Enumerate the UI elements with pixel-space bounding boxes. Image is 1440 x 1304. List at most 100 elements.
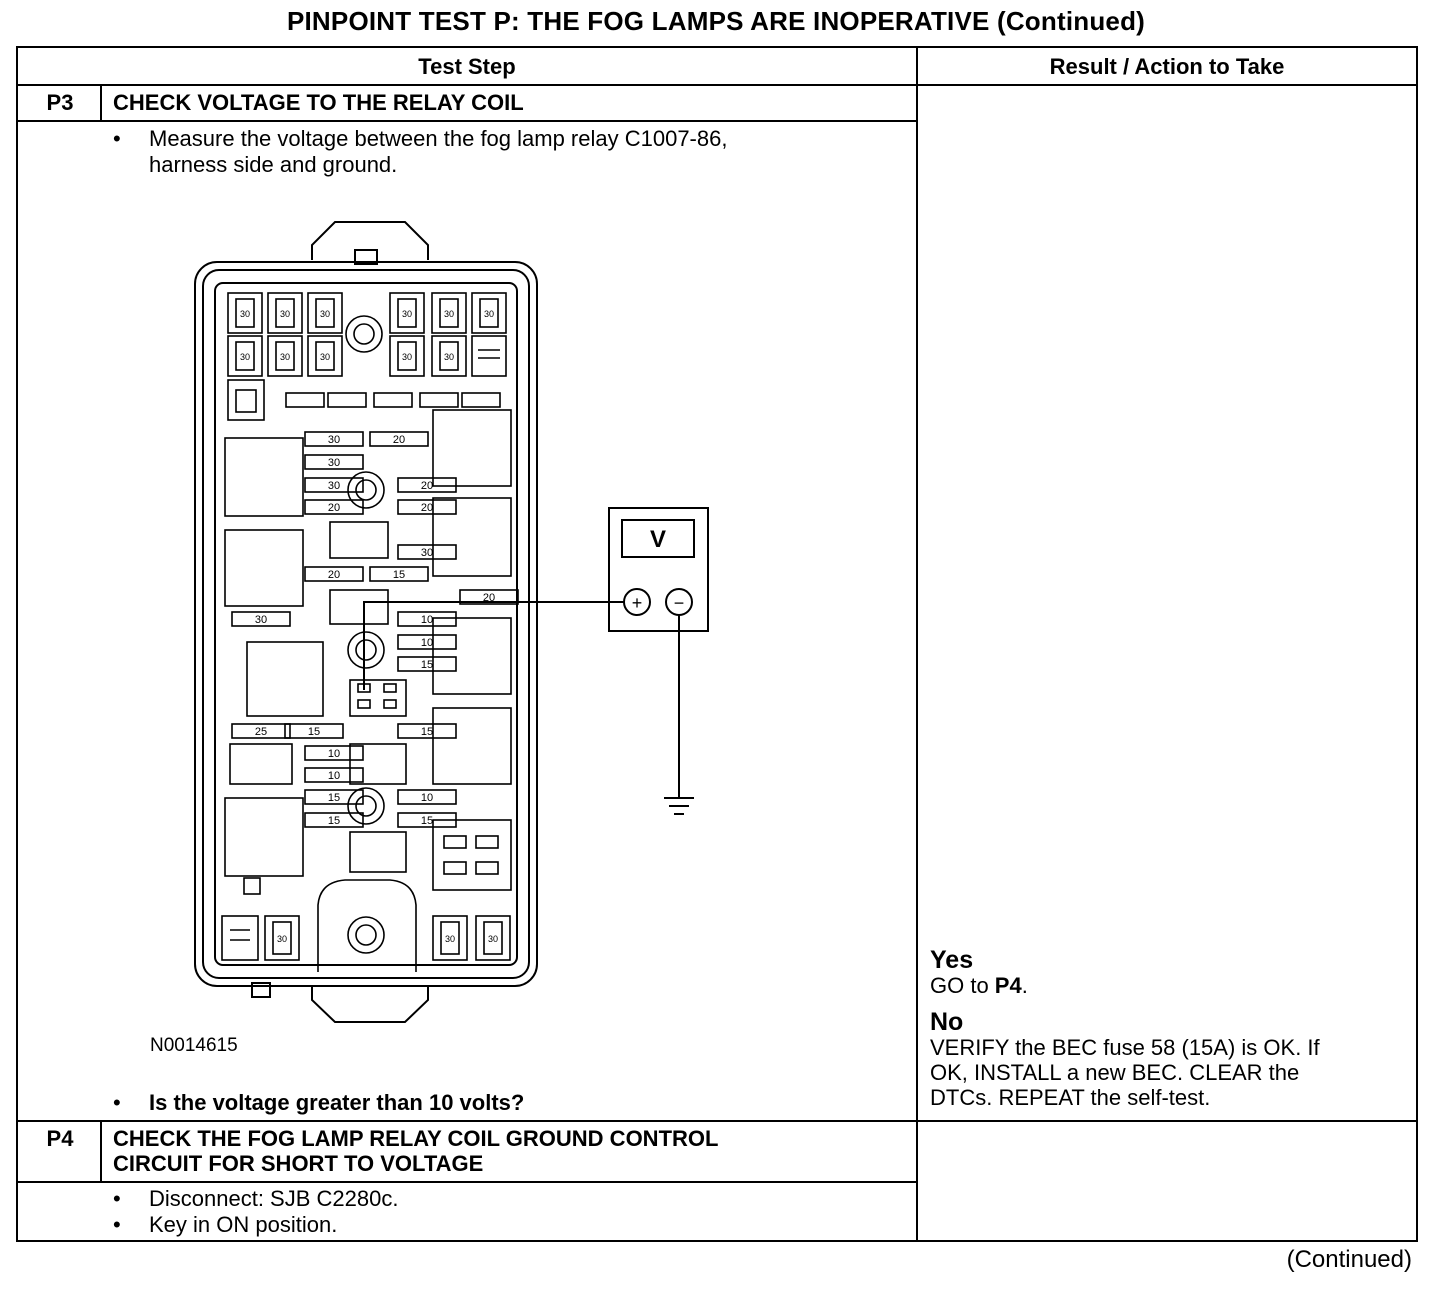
- relay-terminal: [478, 349, 500, 359]
- fuse: [369, 566, 429, 582]
- meter-plus-symbol: +: [632, 593, 643, 613]
- mini-fuse: [431, 335, 467, 377]
- no-action-line: VERIFY the BEC fuse 58 (15A) is OK. If: [930, 1035, 1320, 1060]
- relay-block: [329, 521, 389, 559]
- connector-pin: [475, 861, 499, 875]
- step-id-p4: P4: [46, 1126, 74, 1151]
- connector-pin: [443, 835, 467, 849]
- fuse-label: 15: [328, 815, 340, 827]
- connector-pins: [235, 389, 257, 413]
- fuse: [231, 723, 291, 739]
- bolt-icon-inner: [355, 639, 377, 661]
- positive-lead: [363, 601, 624, 690]
- page-title: PINPOINT TEST P: THE FOG LAMPS ARE INOPE…: [286, 6, 1146, 36]
- fuse: [304, 812, 364, 828]
- fuse: [284, 723, 344, 739]
- mini-fuse: [227, 335, 263, 377]
- voltmeter: [363, 507, 709, 815]
- mini-fuse-label: 30: [280, 352, 290, 362]
- mini-fuse-body: [235, 341, 255, 371]
- fuse-label: 10: [328, 770, 340, 782]
- fuse-label: 15: [393, 569, 405, 581]
- relay-block: [432, 497, 512, 577]
- mini-fuse: [264, 915, 300, 961]
- bolt-icon: [347, 787, 385, 825]
- fuse-label: 10: [421, 637, 433, 649]
- bolt-icon-inner: [355, 479, 377, 501]
- mini-fuse: [267, 335, 303, 377]
- mini-fuse: [475, 915, 511, 961]
- blade-fuse: [285, 392, 325, 408]
- bullet-dot: •: [113, 126, 121, 151]
- bullet-text: Disconnect: SJB C2280c.: [149, 1186, 399, 1211]
- mini-fuse-body: [275, 341, 295, 371]
- mini-fuse-body: [275, 298, 295, 328]
- fuse: [304, 767, 364, 783]
- figure-id: N0014615: [150, 1035, 238, 1056]
- fuse-label: 15: [328, 792, 340, 804]
- fuse-label: 25: [255, 726, 267, 738]
- fuse-label: 30: [328, 434, 340, 446]
- blade-fuse: [419, 392, 459, 408]
- yes-label: Yes: [930, 946, 974, 974]
- header-separator: [18, 84, 1416, 86]
- step-title-separator: [18, 120, 916, 122]
- step-title-p3: CHECK VOLTAGE TO THE RELAY COIL: [113, 90, 524, 115]
- relay-block: [224, 797, 304, 877]
- bolt-icon: [345, 315, 383, 353]
- mini-fuse-body: [397, 298, 417, 328]
- mini-fuse-label: 30: [402, 352, 412, 362]
- fuse: [304, 789, 364, 805]
- top-latch: [311, 221, 429, 260]
- blade-fuse: [461, 392, 501, 408]
- relay-block: [229, 743, 293, 785]
- mini-fuse: [267, 292, 303, 334]
- header-result-action: Result / Action to Take: [1049, 54, 1285, 79]
- bottom-latch: [311, 985, 429, 1023]
- fuse: [231, 611, 291, 627]
- mini-fuse-label: 30: [320, 352, 330, 362]
- bullet-dot: •: [113, 1186, 121, 1211]
- mini-fuse: [432, 915, 468, 961]
- top-latch-nub: [354, 249, 378, 265]
- relay-block: [432, 617, 512, 695]
- fuse-label: 20: [421, 502, 433, 514]
- column-divider: [916, 48, 918, 1242]
- bullet-text: Measure the voltage between the fog lamp…: [149, 126, 728, 151]
- fuse-label: 30: [328, 457, 340, 469]
- fuse: [397, 544, 457, 560]
- mini-fuse: [307, 335, 343, 377]
- mini-fuse-label: 30: [402, 309, 412, 319]
- mini-fuse-label: 30: [280, 309, 290, 319]
- relay-socket: [471, 335, 507, 377]
- fuse-box-panel: [214, 282, 518, 966]
- fuse-label: 20: [328, 569, 340, 581]
- bullet-text: harness side and ground.: [149, 152, 398, 177]
- header-test-step: Test Step: [418, 54, 516, 79]
- relay-block: [349, 831, 407, 873]
- step-id-p3: P3: [46, 90, 74, 115]
- fuse: [397, 499, 457, 515]
- mini-fuse-body: [439, 298, 459, 328]
- mini-fuse-label: 30: [444, 309, 454, 319]
- fuse-label: 10: [421, 614, 433, 626]
- step-title-separator: [18, 1181, 916, 1183]
- bottom-latch-nub: [251, 982, 271, 998]
- bolt-icon-inner: [355, 924, 377, 946]
- meter-minus-symbol: −: [674, 593, 685, 613]
- fuse-label: 20: [421, 480, 433, 492]
- fuse: [369, 431, 429, 447]
- yes-target-link[interactable]: P4: [994, 973, 1022, 998]
- fuse-label: 15: [308, 726, 320, 738]
- fuse: [397, 611, 457, 627]
- fuse: [304, 431, 364, 447]
- step-id-divider: [100, 1122, 102, 1182]
- result-no: No VERIFY the BEC fuse 58 (15A) is OK. I…: [930, 1010, 1320, 1111]
- continued-footer: (Continued): [1286, 1246, 1412, 1273]
- fuse: [397, 634, 457, 650]
- fuse-label: 10: [421, 792, 433, 804]
- result-yes: Yes GO to P4.: [930, 946, 1028, 999]
- mini-fuse: [227, 292, 263, 334]
- fuse-label: 20: [393, 434, 405, 446]
- pinpoint-test-table: Test Step Result / Action to Take P3 CHE…: [16, 46, 1418, 1242]
